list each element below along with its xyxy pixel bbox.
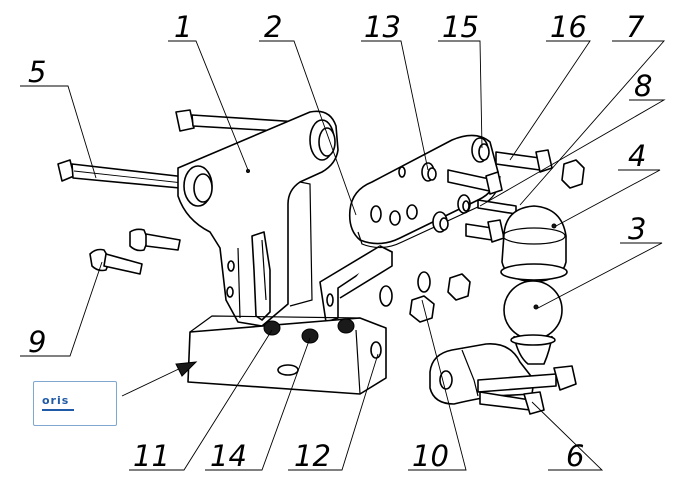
hex-nuts-10 xyxy=(379,271,471,323)
ball-mount-arm-6 xyxy=(429,343,577,415)
label-11: 11 xyxy=(133,439,170,473)
protective-cap-4 xyxy=(500,205,568,283)
label-13: 13 xyxy=(364,10,401,44)
label-3: 3 xyxy=(628,212,646,246)
bolts-9 xyxy=(89,228,181,275)
label-9: 9 xyxy=(28,325,46,359)
label-6: 6 xyxy=(566,439,584,473)
label-10: 10 xyxy=(412,439,449,473)
label-14: 14 xyxy=(210,439,247,473)
label-16: 16 xyxy=(550,10,587,44)
angle-bracket xyxy=(319,245,393,323)
label-4: 4 xyxy=(628,139,646,173)
part-numbers: 1 2 13 15 16 7 8 5 4 3 9 11 14 12 10 6 xyxy=(28,10,652,473)
brand-logo: oris xyxy=(33,381,117,426)
brand-logo-text: oris xyxy=(42,394,70,407)
label-15: 15 xyxy=(442,10,479,44)
brand-logo-underline xyxy=(42,409,74,411)
label-1: 1 xyxy=(174,10,192,44)
flange-bolts xyxy=(447,149,585,243)
arrow-to-bracket xyxy=(121,361,198,397)
bottom-bracket-11 xyxy=(187,315,387,395)
label-8: 8 xyxy=(634,69,652,103)
label-12: 12 xyxy=(294,439,331,473)
tow-ball-3 xyxy=(503,280,563,365)
side-bracket-2 xyxy=(251,231,271,321)
label-7: 7 xyxy=(626,10,645,44)
leader-lines xyxy=(20,40,666,471)
label-5: 5 xyxy=(28,55,46,89)
label-2: 2 xyxy=(264,10,282,44)
